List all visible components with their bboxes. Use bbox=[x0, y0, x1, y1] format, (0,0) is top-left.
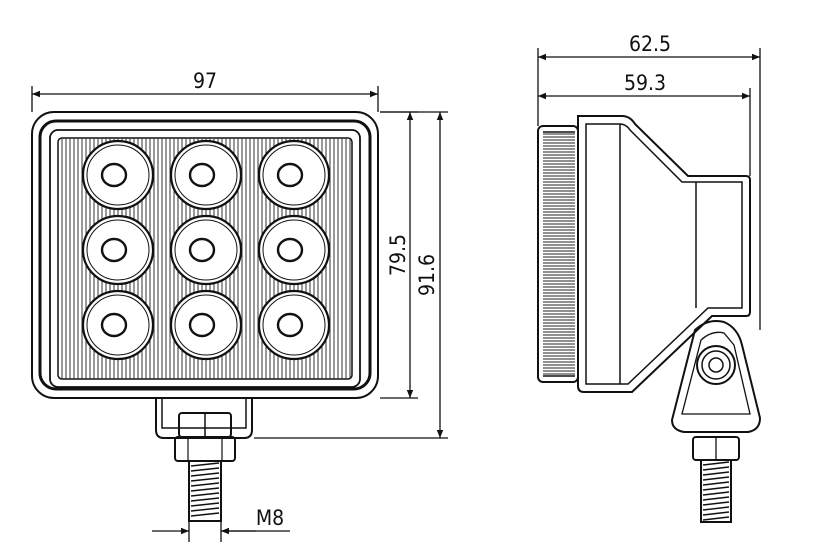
led-array bbox=[81, 139, 331, 361]
side-dimensions bbox=[537, 48, 761, 330]
led-reflector bbox=[257, 214, 331, 286]
led-chip bbox=[100, 162, 128, 188]
side-cooling-fins bbox=[543, 133, 575, 375]
front-bolt bbox=[188, 460, 222, 522]
front-housing-inner bbox=[38, 119, 372, 391]
dim-bolt-m8: M8 bbox=[256, 506, 284, 530]
led-chip bbox=[276, 162, 304, 188]
side-housing-body bbox=[577, 115, 751, 393]
dim-width-97: 97 bbox=[193, 69, 217, 93]
led-reflector bbox=[169, 214, 243, 286]
front-mount-bracket bbox=[155, 398, 253, 439]
front-lens bbox=[57, 137, 353, 380]
dim-depth-59-3: 59.3 bbox=[624, 71, 666, 95]
front-lens-frame bbox=[49, 129, 361, 388]
led-chip bbox=[188, 312, 216, 338]
led-reflector bbox=[169, 289, 243, 361]
led-reflector bbox=[169, 139, 243, 211]
front-view bbox=[31, 111, 379, 522]
dim-height-79-5: 79.5 bbox=[386, 234, 410, 276]
front-washer bbox=[174, 436, 236, 462]
side-pivot-nut bbox=[696, 345, 736, 385]
side-bolt bbox=[700, 459, 732, 523]
bolt-thread bbox=[190, 462, 220, 517]
led-chip bbox=[276, 312, 304, 338]
dim-depth-62-5: 62.5 bbox=[629, 32, 671, 56]
led-chip bbox=[276, 237, 304, 263]
led-chip bbox=[100, 312, 128, 338]
led-reflector bbox=[81, 289, 155, 361]
side-bolt-thread bbox=[702, 461, 730, 521]
led-chip bbox=[188, 162, 216, 188]
front-dimensions bbox=[31, 86, 448, 542]
led-reflector bbox=[257, 139, 331, 211]
front-housing-outer bbox=[31, 111, 379, 399]
led-reflector bbox=[257, 289, 331, 361]
dim-height-91-6: 91.6 bbox=[415, 254, 439, 296]
side-view bbox=[537, 115, 762, 523]
side-mount-bracket bbox=[670, 320, 762, 433]
led-chip bbox=[100, 237, 128, 263]
led-chip bbox=[188, 237, 216, 263]
led-reflector bbox=[81, 214, 155, 286]
led-reflector bbox=[81, 139, 155, 211]
